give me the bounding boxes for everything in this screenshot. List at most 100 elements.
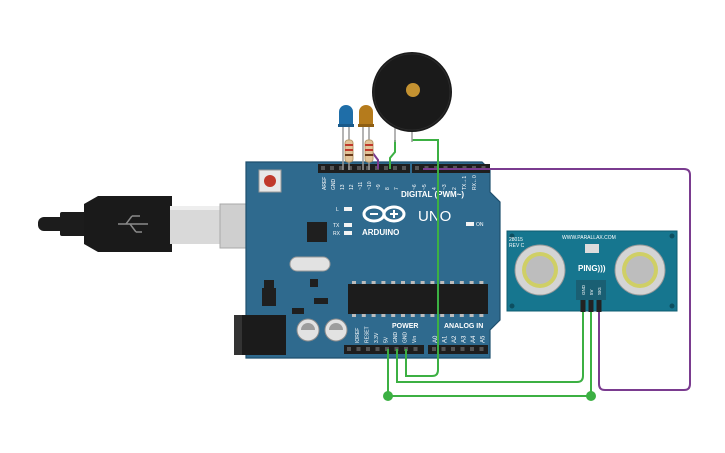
header-hole[interactable] <box>451 347 455 351</box>
pin-label: ~10 <box>367 181 373 190</box>
wire-green-buzzer-gnd[interactable] <box>405 139 439 377</box>
wire-purple-led[interactable] <box>371 151 379 169</box>
arduino-logo <box>362 205 406 223</box>
pin-label: A3 <box>462 335 468 343</box>
wire-green-5v[interactable] <box>387 304 592 397</box>
pin-label: ~3 <box>442 184 448 190</box>
usb-cable[interactable] <box>38 196 247 252</box>
pin-label: 5V <box>384 336 390 343</box>
header-hole[interactable] <box>339 166 343 170</box>
pin-label: A0 <box>433 335 439 343</box>
pin-label: TX→1 <box>462 176 468 190</box>
sensor-brand: PING))) <box>578 264 606 273</box>
wire-green-gnd[interactable] <box>396 304 584 383</box>
header-hole[interactable] <box>357 166 361 170</box>
header-hole[interactable] <box>479 347 484 351</box>
on-label: ON <box>476 222 484 228</box>
wire-green-buzzer-signal[interactable] <box>389 140 396 169</box>
usb-symbol-icon <box>118 215 148 233</box>
on-led <box>466 222 474 226</box>
pin-label: 13 <box>340 184 346 190</box>
pin-label: A4 <box>471 335 477 343</box>
header-hole[interactable] <box>330 166 334 170</box>
header-hole[interactable] <box>415 166 419 170</box>
capacitors <box>296 318 348 342</box>
pin-label: 3.3V <box>374 332 380 343</box>
pin-label: 7 <box>394 187 400 190</box>
pin-label: ~5 <box>422 184 428 190</box>
sensor-pin-area <box>576 280 606 300</box>
header-hole[interactable] <box>347 347 351 351</box>
sensor-pin[interactable] <box>588 300 594 312</box>
header-hole[interactable] <box>413 347 418 351</box>
sensor-pin-label: SIG <box>597 287 602 295</box>
pin-label: Vin <box>412 336 418 343</box>
sensor-website: WWW.PARALLAX.COM <box>562 235 616 241</box>
header-hole[interactable] <box>384 166 388 170</box>
sensor-rev: REV C <box>509 243 525 249</box>
usb-chip <box>307 222 327 242</box>
resistor-1[interactable] <box>344 138 354 170</box>
model-text: UNO <box>418 208 451 225</box>
header-hole[interactable] <box>366 166 370 170</box>
header-hole[interactable] <box>402 166 406 170</box>
logo-text: ARDUINO <box>362 228 399 237</box>
header-hole[interactable] <box>460 347 465 351</box>
pin-label: RESET <box>365 326 371 343</box>
ping-ultrasonic-sensor[interactable]: 28015 REV C WWW.PARALLAX.COM PING))) GND… <box>506 230 678 312</box>
header-hole[interactable] <box>393 166 397 170</box>
transducer-left <box>514 244 566 296</box>
atmega-chip <box>348 281 488 317</box>
analog-label: ANALOG IN <box>444 323 483 330</box>
sensor-pin[interactable] <box>580 300 586 312</box>
led-blue[interactable] <box>338 105 354 170</box>
power-label: POWER <box>392 323 418 330</box>
tx-label: TX <box>333 223 340 229</box>
pin-label: 8 <box>385 187 391 190</box>
digital-label: DIGITAL (PWM~) <box>401 190 464 199</box>
header-hole[interactable] <box>356 347 361 351</box>
analog-header[interactable] <box>428 345 488 354</box>
pin-label: 4 <box>432 187 438 190</box>
pin-label: A5 <box>481 335 487 343</box>
led-amber[interactable] <box>358 105 374 170</box>
pin-label: GND <box>403 332 409 344</box>
pin-label: ~6 <box>412 184 418 190</box>
piezo-buzzer[interactable] <box>372 52 452 142</box>
pin-label: AREF <box>322 177 328 190</box>
header-hole[interactable] <box>348 166 352 170</box>
sensor-pin[interactable] <box>596 300 602 312</box>
rx-label: RX <box>333 231 341 237</box>
header-hole[interactable] <box>432 347 436 351</box>
header-hole[interactable] <box>470 347 474 351</box>
pin-label: A1 <box>443 335 449 343</box>
l-label: L <box>336 207 339 213</box>
header-hole[interactable] <box>441 347 446 351</box>
header-hole[interactable] <box>375 347 380 351</box>
header-hole[interactable] <box>321 166 325 170</box>
rx-led <box>344 231 352 235</box>
reset-button[interactable] <box>258 169 282 193</box>
pin-label: GND <box>331 179 337 191</box>
wire-purple-signal[interactable] <box>423 168 691 391</box>
header-hole[interactable] <box>366 347 370 351</box>
sensor-code: 28015 <box>509 237 523 243</box>
pin-label: A2 <box>452 335 458 343</box>
power-header[interactable] <box>344 345 424 354</box>
pin-label: RX←0 <box>472 175 478 190</box>
power-jack[interactable] <box>234 315 286 355</box>
sensor-pin-label: 5V <box>589 289 594 295</box>
crystal <box>289 256 331 272</box>
resistor-2[interactable] <box>364 138 374 170</box>
wires <box>371 139 691 397</box>
wire-junctions <box>383 391 596 401</box>
pin-label: 12 <box>349 184 355 190</box>
transducer-right <box>614 244 666 296</box>
sensor-chip <box>585 244 599 253</box>
